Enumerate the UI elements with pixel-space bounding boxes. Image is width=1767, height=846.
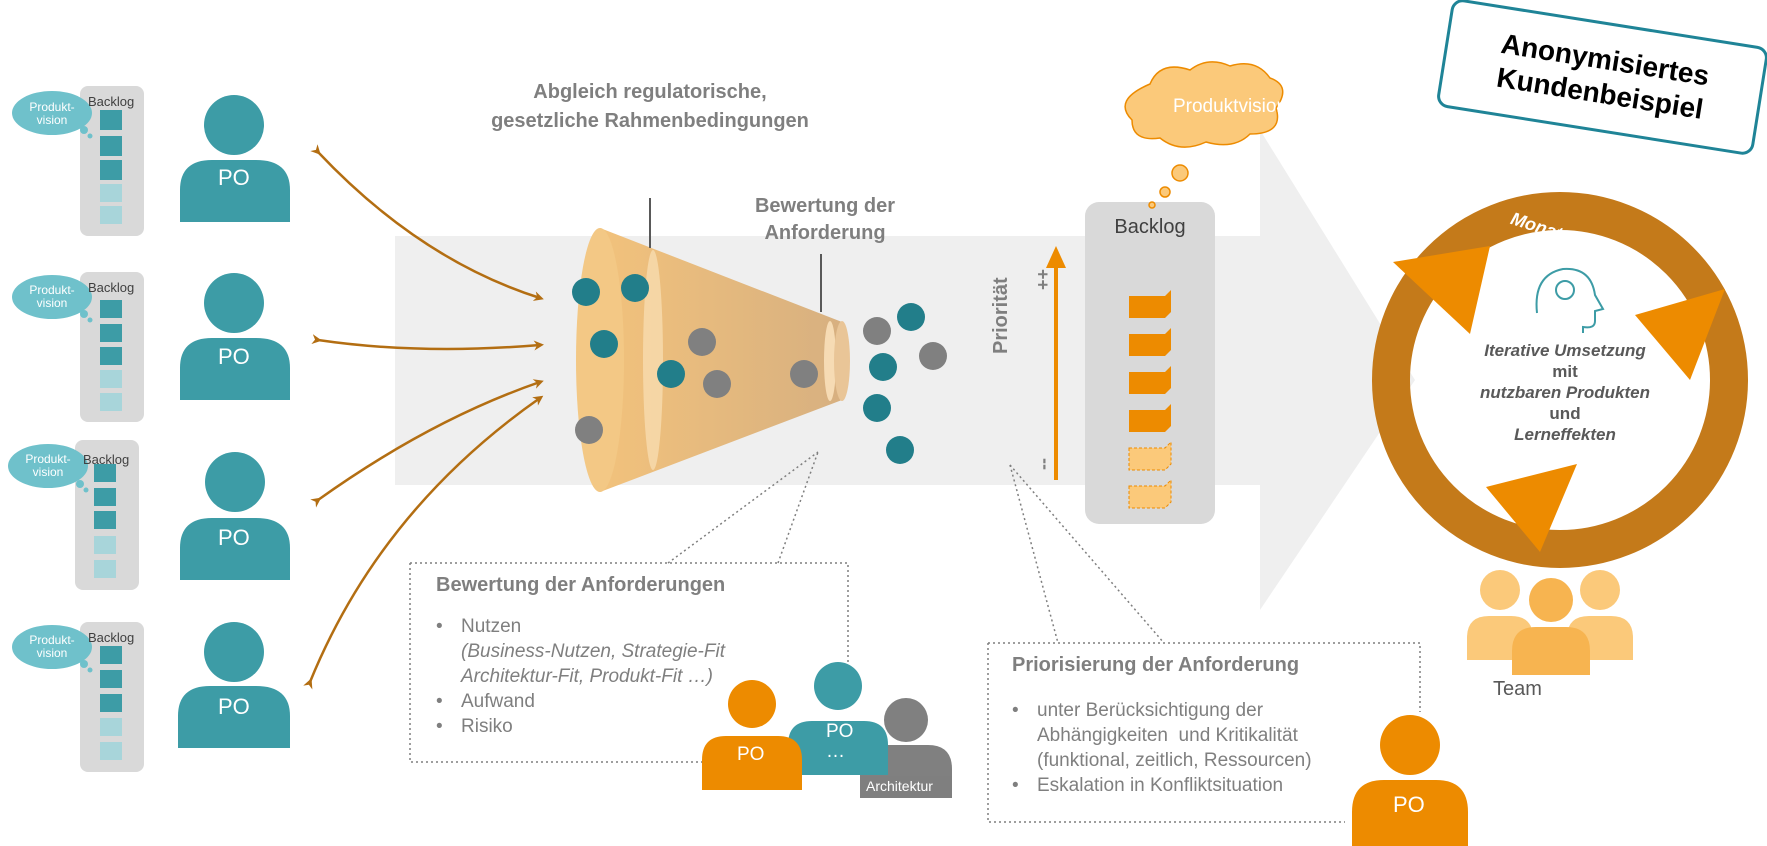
eval-item-risiko: •Risiko	[436, 716, 513, 737]
funnel-label-top: Abgleich regulatorische, gesetzliche Rah…	[491, 81, 809, 132]
cycle-center-l2: mit	[1552, 362, 1578, 381]
connector-arrows	[303, 144, 544, 690]
cycle-center-l5: Lerneffekten	[1514, 425, 1616, 444]
team-label: Team	[1493, 678, 1542, 700]
po-row-1-backlog: Backlog	[88, 94, 135, 109]
prio-po	[1352, 715, 1468, 846]
po-row-4	[12, 622, 290, 772]
prio-item-1: •unter Berücksichtigung der Abhängigkeit…	[1012, 700, 1312, 771]
po-row-4-po: PO	[218, 694, 250, 719]
requirement-dots	[572, 274, 947, 464]
sprint-cycle	[1372, 192, 1748, 568]
backlog-vision-label: Produktvision	[1172, 96, 1288, 117]
backlog-center	[1085, 61, 1284, 524]
po-row-2-po: PO	[218, 344, 250, 369]
priority-top-label: ++	[1033, 268, 1053, 290]
cycle-center-l3: nutzbaren Produkten	[1479, 383, 1650, 402]
backlog-center-title: Backlog	[1114, 216, 1186, 238]
po-row-4-vision: Produkt- vision	[29, 633, 75, 660]
po-row-1-po: PO	[218, 165, 250, 190]
po-row-2-vision: Produkt- vision	[29, 283, 75, 310]
po-row-3-vision: Produkt- vision	[25, 452, 71, 479]
eval-po-orange-label: PO	[737, 744, 765, 765]
eval-item-nutzen-detail: (Business-Nutzen, Strategie-Fit Architek…	[461, 641, 725, 687]
po-row-2	[12, 272, 290, 422]
eval-architektur-label: Architektur	[866, 778, 933, 794]
funnel-label-right: Bewertung der Anforderung	[754, 195, 896, 244]
prio-po-label: PO	[1393, 792, 1425, 817]
priority-axis-label: Priorität	[990, 277, 1012, 354]
po-row-3	[8, 440, 290, 590]
priority-arrow	[1046, 246, 1066, 480]
eval-item-nutzen: •Nutzen	[436, 616, 522, 637]
po-row-1-vision: Produkt- vision	[29, 100, 75, 127]
eval-po-group	[702, 662, 952, 798]
po-row-1	[12, 86, 290, 236]
po-row-3-backlog: Backlog	[83, 452, 130, 467]
cycle-center-text: Iterative Umsetzung mit nutzbaren Produk…	[1455, 340, 1675, 445]
eval-po-teal-label: PO …	[826, 721, 854, 762]
eval-item-aufwand: •Aufwand	[436, 691, 535, 712]
priority-bottom-label: --	[1033, 458, 1053, 470]
eval-box-title: Bewertung der Anforderungen	[436, 574, 726, 596]
po-row-3-po: PO	[218, 525, 250, 550]
cycle-center-l4: und	[1549, 404, 1581, 423]
eval-box-list: •Nutzen (Business-Nutzen, Strategie-Fit …	[436, 614, 725, 739]
team-icon	[1467, 570, 1633, 675]
prio-box-list: •unter Berücksichtigung der Abhängigkeit…	[1012, 698, 1312, 798]
po-row-2-backlog: Backlog	[88, 280, 135, 295]
prio-item-2: •Eskalation in Konfliktsituation	[1012, 775, 1284, 796]
cycle-center-l1: Iterative Umsetzung	[1484, 341, 1646, 360]
prio-box-title: Priorisierung der Anforderung	[1012, 654, 1300, 676]
po-row-4-backlog: Backlog	[88, 630, 135, 645]
